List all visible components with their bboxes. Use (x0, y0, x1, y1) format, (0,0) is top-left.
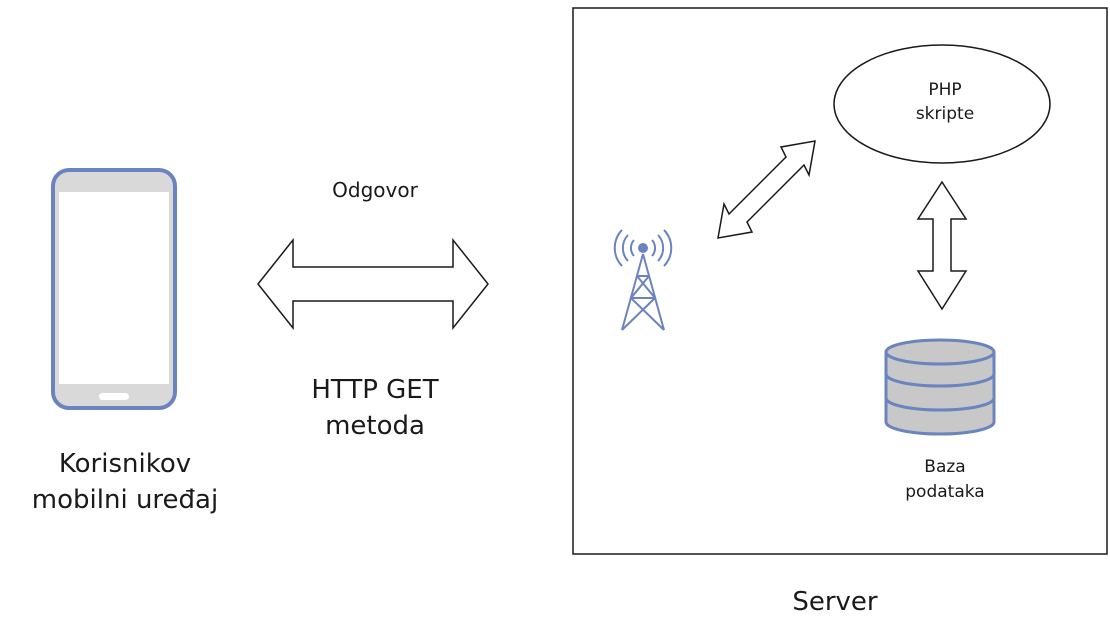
http-method-label: HTTP GET metoda (311, 375, 439, 441)
tower-php-arrow (717, 140, 816, 239)
device-label: Korisnikov mobilni uređaj (31, 449, 219, 515)
server-box (572, 7, 1108, 555)
smartphone-icon (51, 168, 177, 410)
response-label: Odgovor (332, 178, 418, 202)
php-scripts-node (833, 44, 1051, 164)
server-label: Server (792, 587, 878, 617)
database-icon (884, 338, 996, 436)
request-response-arrow (257, 237, 489, 331)
php-database-arrow (916, 180, 968, 311)
php-scripts-label: PHP skripte (915, 80, 975, 124)
database-label: Baza podataka (905, 457, 985, 502)
antenna-tower-icon (613, 229, 673, 331)
